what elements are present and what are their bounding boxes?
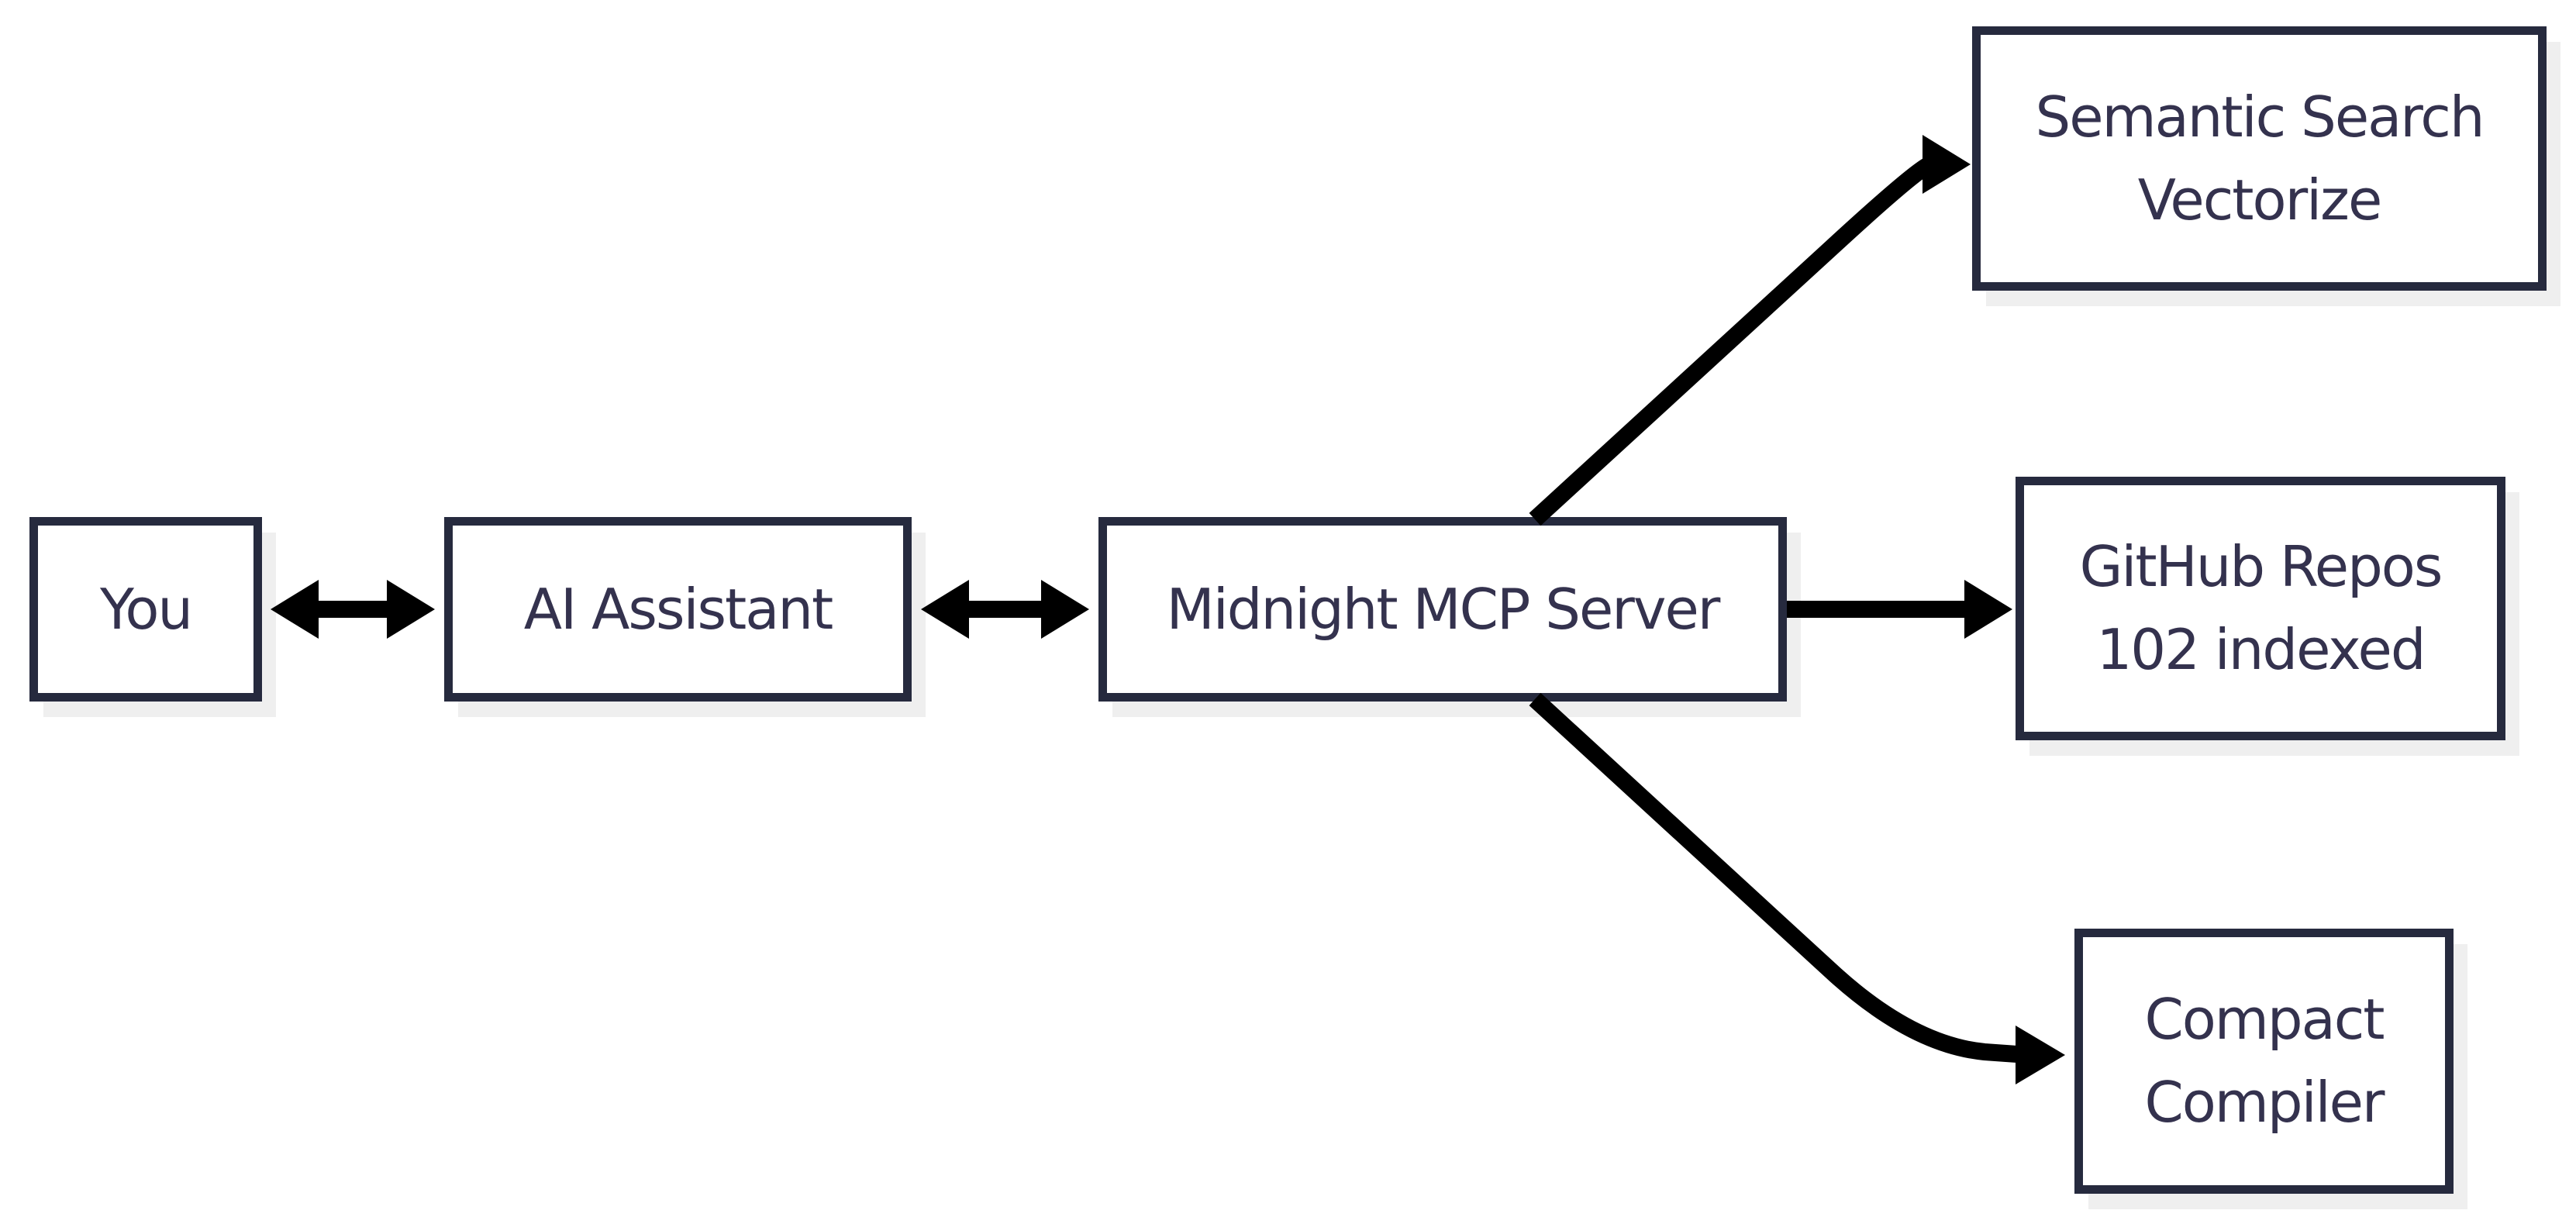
node-ai-assistant-label: AI Assistant	[523, 576, 833, 642]
edge-mcp-compact-curve	[1529, 692, 2018, 1063]
node-compact-compiler-label-line1: Compact	[2144, 987, 2385, 1053]
edge-ai-mcp-shaft	[964, 601, 1047, 618]
edge-mcp-server-semantic-search-arrow	[1529, 135, 1971, 526]
edge-ai-assistant-mcp-server-arrow	[921, 580, 1089, 639]
edge-mcp-server-github-repos-arrow	[1787, 580, 2012, 639]
node-compact-compiler: Compact Compiler	[2074, 929, 2454, 1194]
arrowhead-right-icon	[2016, 1026, 2065, 1084]
edge-you-ai-shaft	[314, 601, 391, 618]
node-github-repos: GitHub Repos 102 indexed	[2016, 477, 2505, 740]
node-midnight-mcp-server: Midnight MCP Server	[1098, 517, 1787, 702]
arrowhead-right-icon	[1964, 580, 2012, 639]
arrowhead-right-icon	[1041, 580, 1089, 639]
arrowhead-right-icon	[387, 580, 435, 639]
node-semantic-search-label-line2: Vectorize	[2137, 167, 2383, 233]
node-midnight-mcp-server-label: Midnight MCP Server	[1166, 576, 1721, 642]
node-semantic-search-vectorize: Semantic Search Vectorize	[1972, 26, 2547, 291]
node-github-repos-label-line2: 102 indexed	[2096, 617, 2426, 682]
node-compact-compiler-label-line2: Compiler	[2144, 1070, 2385, 1135]
node-you-label: You	[99, 576, 193, 642]
node-ai-assistant: AI Assistant	[444, 517, 912, 702]
edge-mcp-semantic-curve	[1529, 158, 1932, 526]
node-semantic-search-label-line1: Semantic Search	[2035, 84, 2485, 150]
arrowhead-right-icon	[1923, 135, 1971, 194]
edge-mcp-github-shaft	[1787, 601, 1966, 618]
arrowhead-left-icon	[271, 580, 319, 639]
node-github-repos-label-line1: GitHub Repos	[2079, 534, 2443, 600]
node-you: You	[29, 517, 262, 702]
edge-mcp-server-compact-compiler-arrow	[1529, 692, 2065, 1084]
arrowhead-left-icon	[921, 580, 969, 639]
edge-you-ai-assistant-arrow	[271, 580, 435, 639]
